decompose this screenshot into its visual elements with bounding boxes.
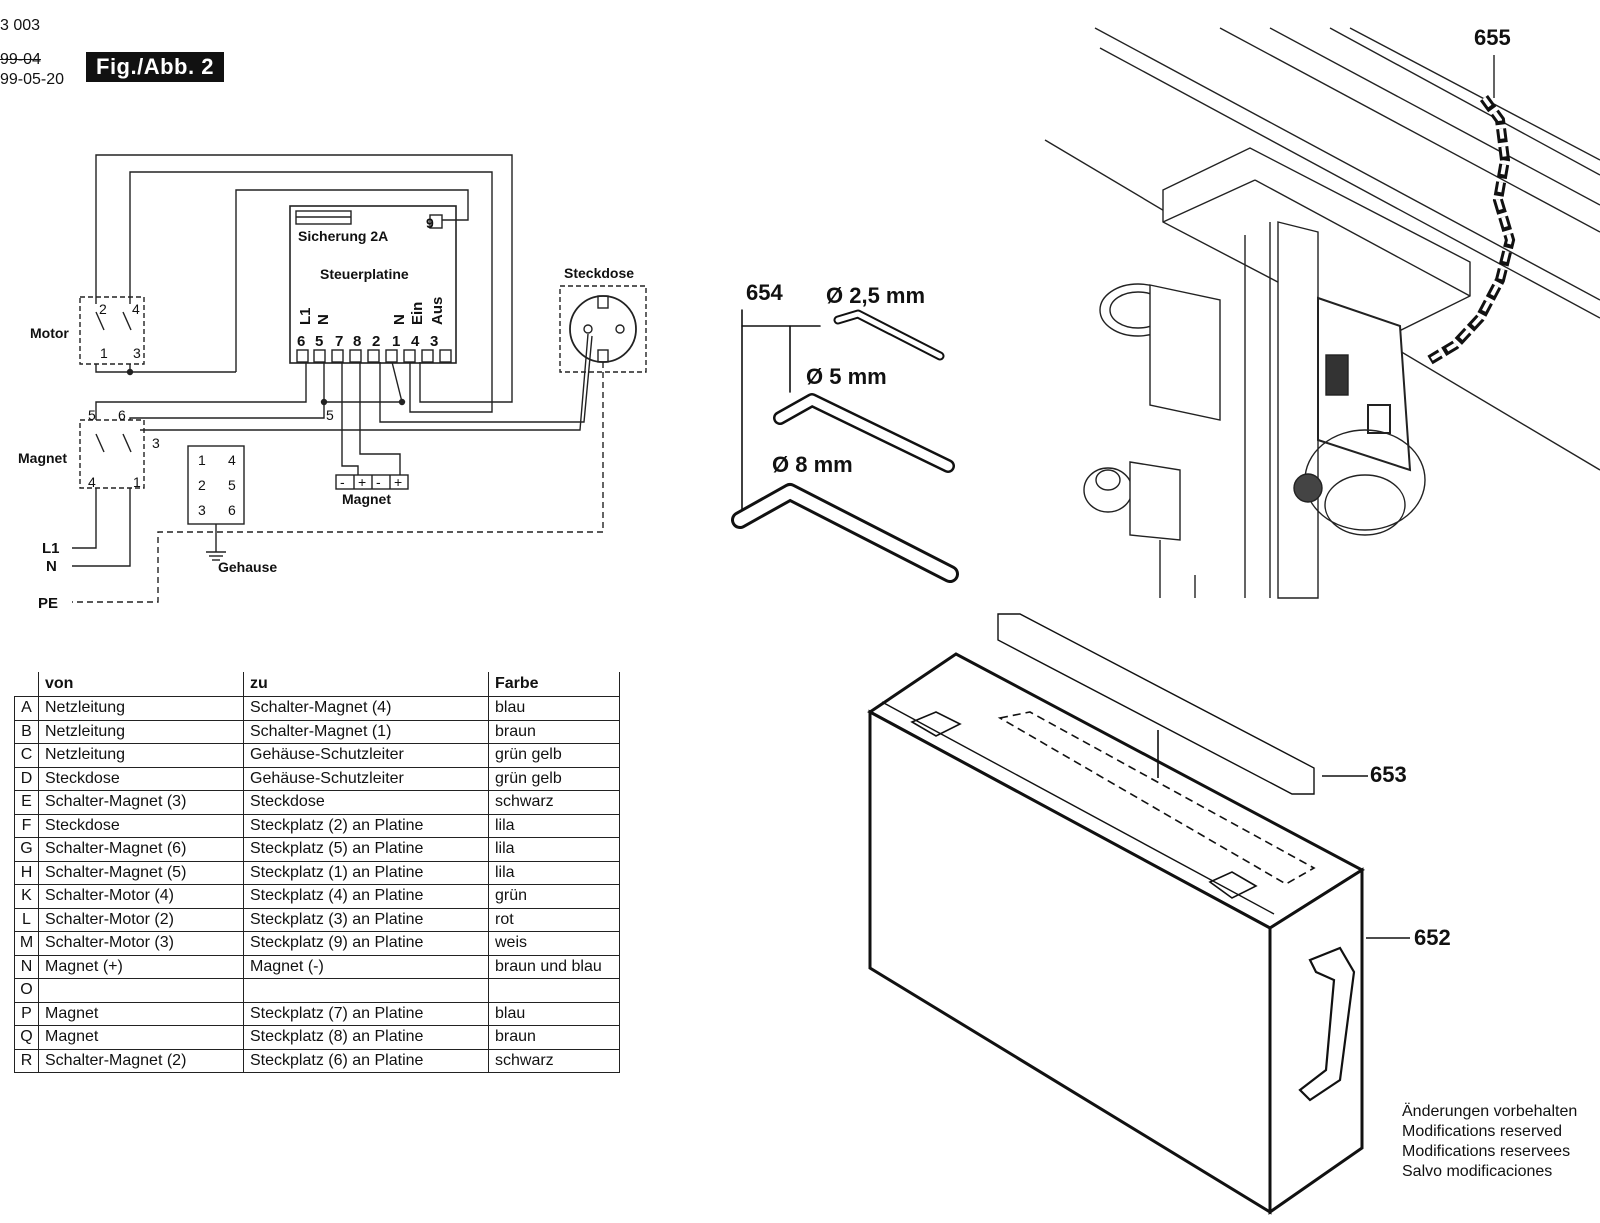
motor-contact: 3	[133, 345, 141, 361]
terminal-number: 5	[228, 477, 236, 493]
control-board	[289, 205, 457, 364]
motor-switch	[79, 296, 145, 365]
board-number: 3	[430, 333, 438, 350]
column-header-zu: zu	[243, 672, 489, 697]
magnet-contact: 3	[152, 435, 160, 451]
board-number: 4	[411, 333, 420, 350]
table-row: O	[14, 978, 620, 1003]
board-label-l1: L1	[297, 307, 314, 325]
board-number: 1	[392, 333, 400, 350]
magnet-terminal-sign: +	[394, 474, 402, 490]
part-654-label: 654	[746, 280, 783, 305]
magnet-contact: 6	[118, 407, 126, 423]
housing-label: Gehause	[218, 559, 277, 575]
board-label-ein: Ein	[409, 302, 426, 325]
wiring-diagram	[72, 154, 647, 603]
socket-box	[559, 285, 647, 373]
column-header-farbe: Farbe	[488, 672, 620, 697]
modifications-line: Änderungen vorbehalten	[1402, 1103, 1578, 1120]
table-header-row: von zu Farbe	[14, 672, 620, 697]
hex-keys	[731, 309, 959, 583]
modifications-line: Salvo modificaciones	[1402, 1163, 1553, 1180]
magnet-contact: 1	[133, 474, 141, 490]
hex-key-small-label: Ø 2,5 mm	[826, 283, 925, 308]
modifications-line: Modifications reserved	[1402, 1123, 1563, 1140]
mains-n-label: N	[46, 558, 57, 575]
motor-contact: 4	[132, 301, 140, 317]
magnet-terminal-sign: +	[358, 474, 366, 490]
board-label-aus: Aus	[429, 297, 446, 325]
fuse-label: Sicherung 2A	[298, 228, 388, 244]
magnet-switch-label: Magnet	[18, 450, 67, 466]
mains-pe-label: PE	[38, 595, 58, 612]
figure-label: Fig./Abb. 2	[86, 52, 224, 82]
hex-key-medium-label: Ø 5 mm	[806, 364, 887, 389]
board-number: 7	[335, 333, 343, 350]
board-number: 5	[315, 333, 323, 350]
magnet-switch	[79, 419, 145, 489]
board-number: 8	[353, 333, 361, 350]
magnet-terminal-sign: -	[340, 474, 345, 490]
modifications-line: Modifications reservees	[1402, 1143, 1571, 1160]
motor-contact: 2	[99, 301, 107, 317]
date-new: 99-05-20	[0, 71, 65, 88]
terminal-number: 2	[198, 477, 206, 493]
terminal-9	[429, 214, 443, 229]
hex-key-large-label: Ø 8 mm	[772, 452, 853, 477]
part-653-label: 653	[1370, 762, 1407, 787]
board-connectors	[296, 349, 452, 363]
node-label: 5	[326, 407, 334, 423]
terminal-number: 1	[198, 452, 206, 468]
socket-label: Steckdose	[564, 265, 634, 281]
carrying-case	[867, 613, 1410, 1215]
magnet-terminal-sign: -	[376, 474, 381, 490]
magnet-contact: 5	[88, 407, 96, 423]
motor-label: Motor	[30, 325, 69, 341]
board-label-n2: N	[391, 314, 408, 325]
document-number: 3 003	[0, 17, 41, 34]
board-label: Steuerplatine	[320, 266, 409, 282]
socket-outlet	[569, 295, 637, 363]
terminal-number: 4	[228, 452, 236, 468]
terminal-number: 3	[198, 502, 206, 518]
mains-l1-label: L1	[42, 540, 60, 557]
board-number: 2	[372, 333, 380, 350]
terminal-9-label: 9	[426, 215, 434, 231]
part-652-label: 652	[1414, 925, 1451, 950]
board-number: 6	[297, 333, 305, 350]
motor-contact: 1	[100, 345, 108, 361]
modifications-note: Änderungen vorbehalten Modifications res…	[1402, 1102, 1577, 1182]
part-655-label: 655	[1474, 25, 1511, 50]
terminal-number: 6	[228, 502, 236, 518]
magnet-contact: 4	[88, 474, 96, 490]
magnet-label: Magnet	[342, 491, 391, 507]
drill-stand-illustration	[1044, 27, 1600, 599]
column-header-von: von	[38, 672, 244, 697]
date-old: 99-04	[0, 51, 41, 68]
board-label-n: N	[315, 314, 332, 325]
